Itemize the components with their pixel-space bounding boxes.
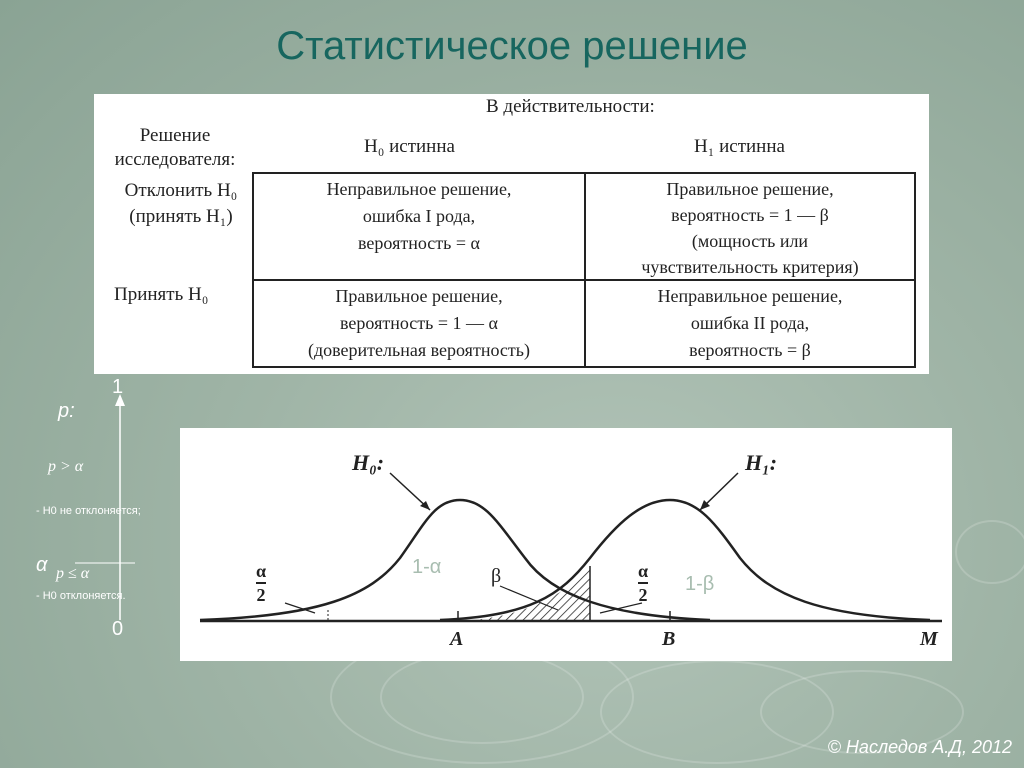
cell-line: Правильное решение,	[666, 179, 834, 199]
alpha-half-denominator: 2	[638, 585, 648, 605]
distribution-graph: H₀: H₁: α 2 α 2 1-α 1-β β A B M	[180, 428, 952, 661]
cell-line: вероятность = α	[358, 233, 480, 253]
ripple-decoration	[760, 670, 964, 754]
decision-header: Решение исследователя:	[100, 124, 250, 172]
row-reject-line: (принять H₁)	[129, 206, 233, 227]
table-border	[584, 172, 586, 368]
alpha-half-left: α 2	[256, 560, 267, 606]
copyright-footer: © Наследов А.Д, 2012	[827, 737, 1012, 757]
p-label: p:	[58, 400, 75, 422]
scale-bottom-label: 0	[112, 618, 124, 640]
cell-reject-h0-true: Неправильное решение, ошибка I рода, вер…	[254, 176, 584, 257]
point-b-label: B	[662, 628, 676, 650]
cell-line: (мощность или	[691, 231, 809, 251]
cond-not-reject: p > α	[48, 458, 84, 475]
note-not-reject: - H0 не отклоняется;	[36, 505, 141, 517]
table-border	[914, 172, 916, 368]
one-minus-beta-label: 1-β	[685, 573, 715, 595]
cell-line: (доверительная вероятность)	[308, 340, 530, 360]
alpha-half-numerator: α	[256, 560, 267, 584]
slide-title: Статистическое решение	[276, 24, 748, 68]
cell-line: ошибка II рода,	[690, 313, 810, 333]
cell-line: Неправильное решение,	[326, 179, 512, 199]
decision-header-line: исследователя:	[114, 149, 236, 170]
ripple-decoration	[955, 520, 1024, 584]
cell-line: вероятность = 1 — β	[671, 205, 829, 225]
distribution-curves	[199, 472, 942, 623]
cell-line: вероятность = β	[689, 340, 811, 360]
cell-line: ошибка I рода,	[362, 206, 476, 226]
table-border	[252, 172, 254, 368]
alpha-level-label: α	[36, 554, 48, 576]
row-accept-label: Принять H₀	[114, 284, 209, 305]
reality-header: В действительности:	[486, 96, 655, 117]
beta-label: β	[491, 565, 502, 587]
cond-reject: p ≤ α	[56, 565, 90, 582]
row-reject-line: Отклонить H₀	[124, 180, 238, 201]
point-a-label: A	[450, 628, 464, 650]
alpha-half-right: α 2	[638, 560, 649, 606]
decision-table: В действительности: Решение исследовател…	[94, 94, 929, 374]
decision-header-line: Решение	[139, 125, 211, 146]
col-h1-header: H₁ истинна	[694, 136, 785, 157]
h1-curve-label: H₁:	[745, 450, 778, 475]
cell-line: вероятность = 1 — α	[340, 313, 498, 333]
cell-accept-h1-true: Неправильное решение, ошибка II рода, ве…	[586, 283, 914, 364]
col-h0-header: H₀ истинна	[364, 136, 455, 157]
axis-m-label: M	[920, 628, 938, 650]
cell-reject-h1-true: Правильное решение, вероятность = 1 — β …	[586, 176, 914, 280]
alpha-half-numerator: α	[638, 560, 649, 584]
cell-accept-h0-true: Правильное решение, вероятность = 1 — α …	[254, 283, 584, 364]
h0-curve-label: H₀:	[352, 450, 385, 475]
cell-line: Правильное решение,	[335, 286, 503, 306]
cell-line: чувствительность критерия)	[641, 257, 859, 277]
one-minus-alpha-label: 1-α	[412, 556, 442, 578]
scale-top-label: 1	[112, 376, 124, 398]
note-reject: - H0 отклоняется.	[36, 590, 126, 602]
alpha-half-denominator: 2	[256, 585, 266, 605]
cell-line: Неправильное решение,	[657, 286, 843, 306]
row-reject-label: Отклонить H₀ (принять H₁)	[106, 178, 256, 230]
